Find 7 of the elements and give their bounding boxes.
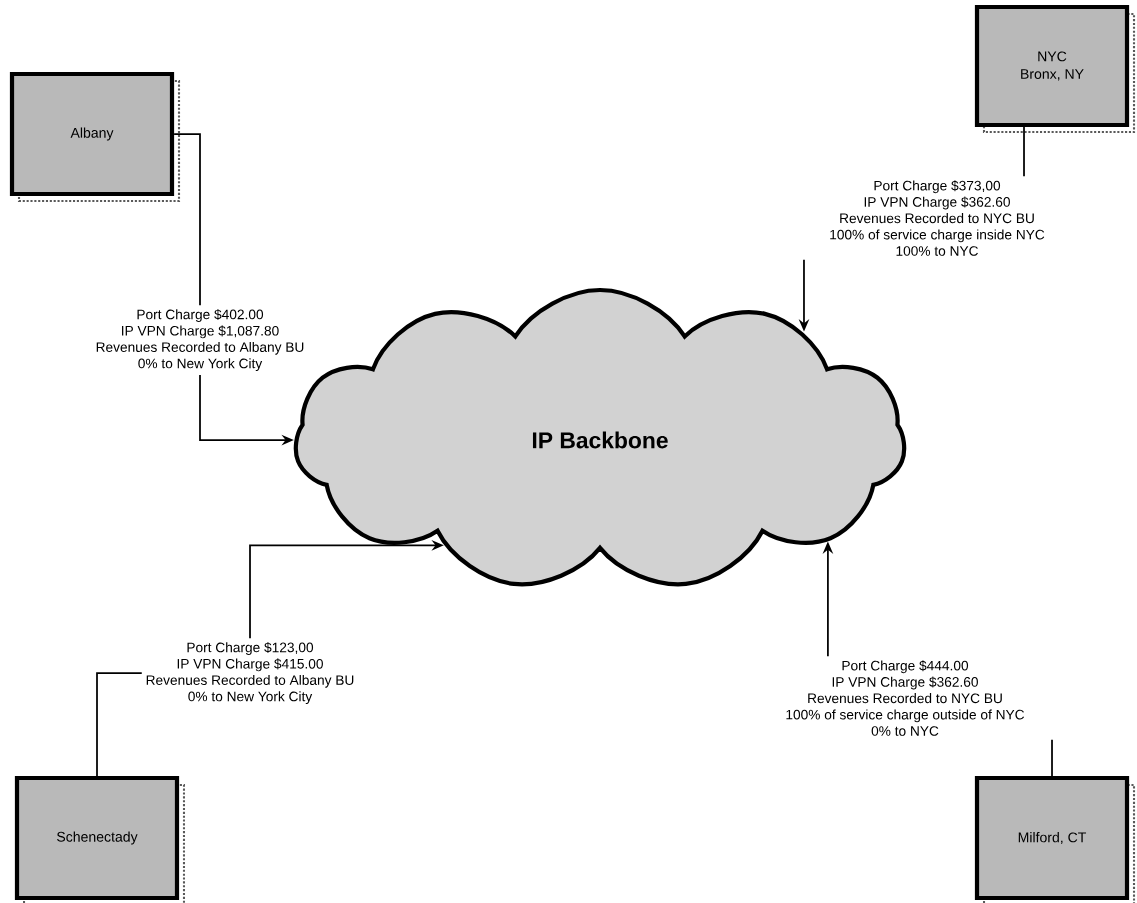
charge-note: Port Charge $373,00 IP VPN Charge $362.60 Revenues Recorded to NYC BU 100% of service charge inside NYC 100% to NYC bbox=[830, 180, 1045, 256]
site-box: Schenectady bbox=[14, 775, 186, 903]
site-box: Milford, CT bbox=[974, 775, 1136, 903]
site-box: NYC Bronx, NY bbox=[974, 4, 1136, 134]
charge-note: Port Charge $444.00 IP VPN Charge $362.60 Revenues Recorded to NYC BU 100% of service charge outside of NYC 0% to NYC bbox=[786, 660, 1025, 736]
site-box: Albany bbox=[9, 71, 181, 203]
charge-note: Port Charge $123,00 IP VPN Charge $415.00 Revenues Recorded to Albany BU 0% to New York City bbox=[146, 642, 354, 704]
